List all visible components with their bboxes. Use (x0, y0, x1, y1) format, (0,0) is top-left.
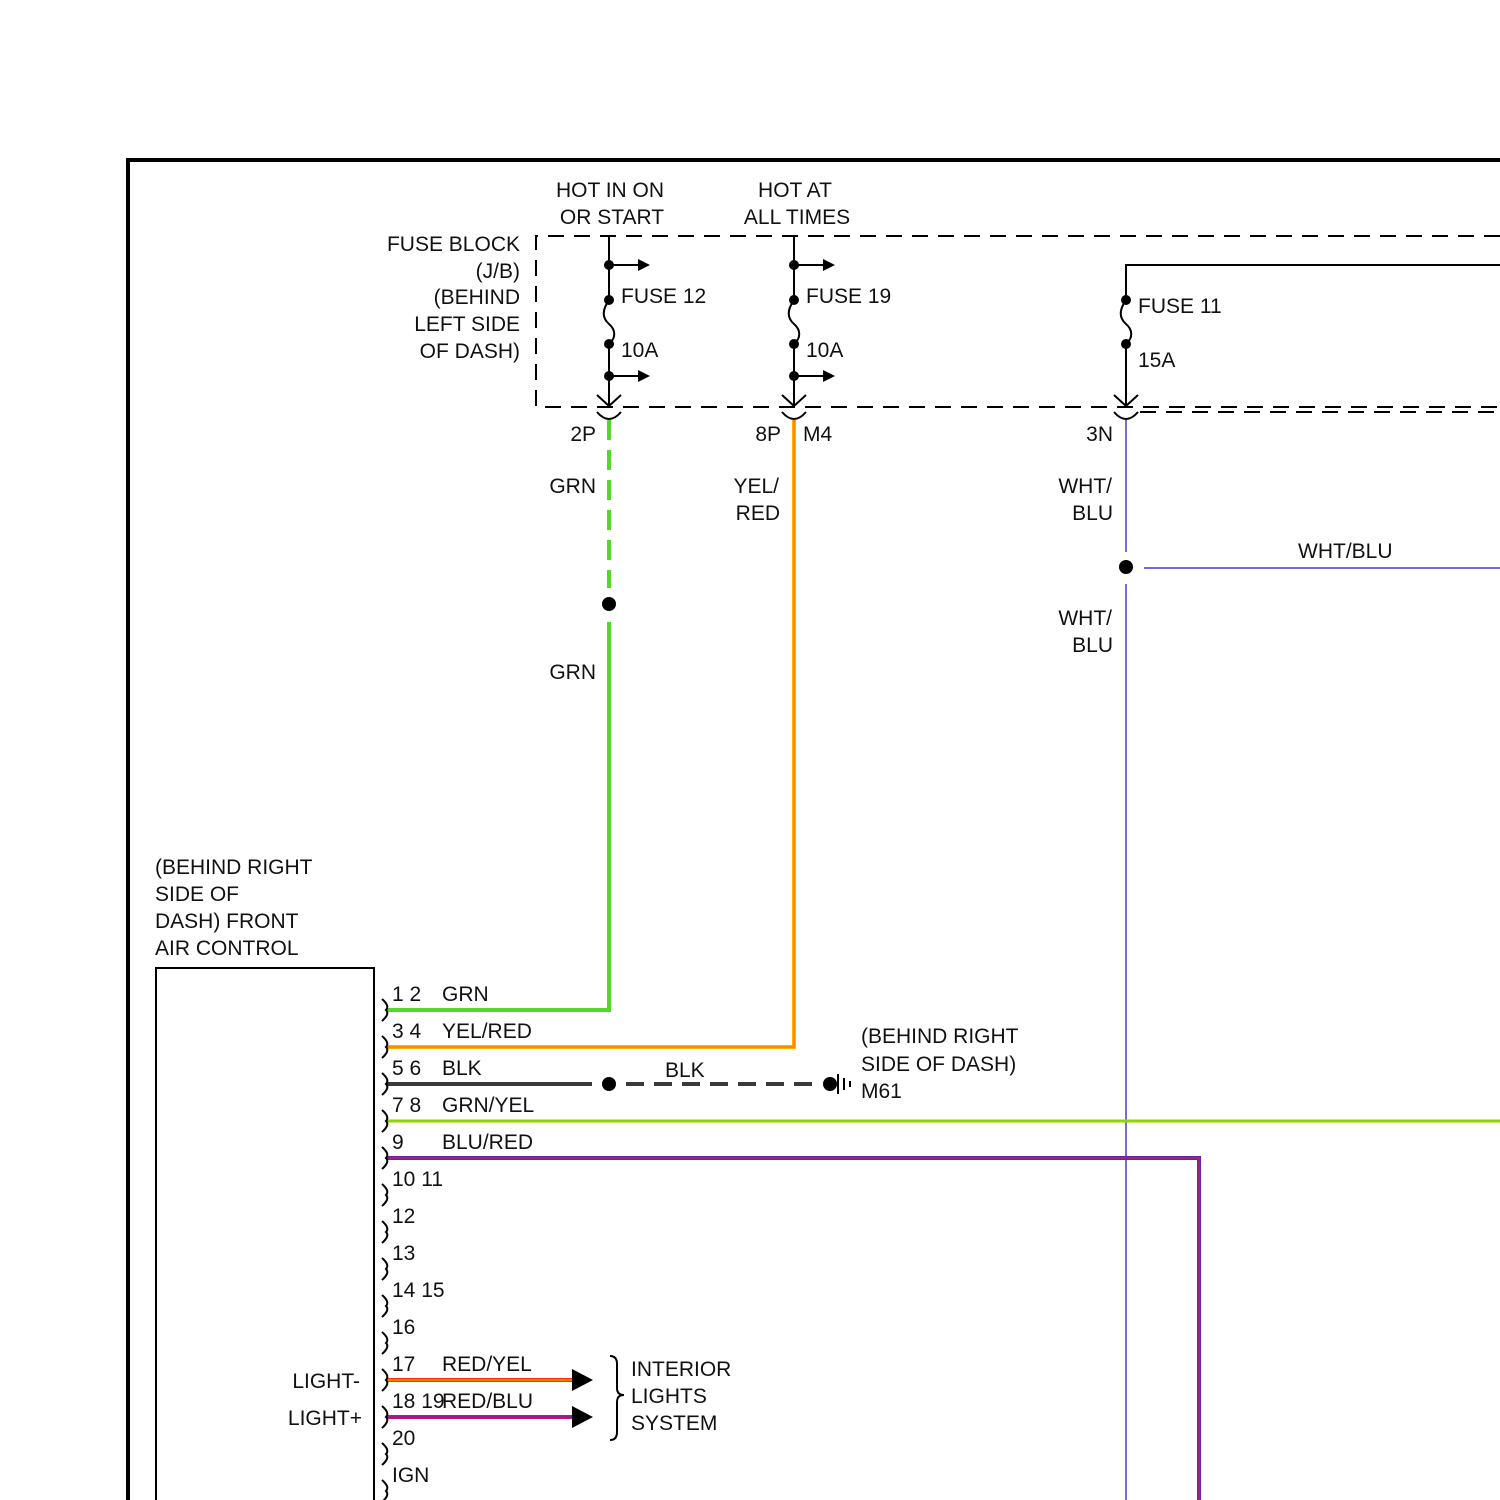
fuse-12-name: FUSE 12 (621, 285, 706, 308)
yel-red-label-line-2: RED (736, 502, 780, 525)
fuse-12-rating: 10A (621, 339, 658, 362)
yel-red-label-line-1: YEL/ (733, 475, 779, 498)
fuse-11-rating: 15A (1138, 349, 1175, 372)
fuse-block-boundary (536, 236, 1500, 407)
fuse-19-terminal: 8P (755, 423, 781, 446)
light-plus-label: LIGHT+ (288, 1407, 362, 1430)
wht-blu-upper-line-2: BLU (1072, 502, 1113, 525)
pin-wire-color: RED/YEL (442, 1353, 532, 1376)
module-title-line-1: (BEHIND RIGHT (155, 856, 313, 879)
fuse-block: FUSE BLOCK (J/B) (BEHIND LEFT SIDE OF DA… (387, 179, 1500, 446)
fuse-12-power-line-1: HOT IN ON (556, 179, 664, 202)
pin-bracket-icon (382, 1295, 387, 1317)
pin-number: 12 (392, 1205, 415, 1228)
pin-wire-color: YEL/RED (442, 1020, 532, 1043)
red-blu-arrow (572, 1406, 593, 1428)
ground-location-line-2: SIDE OF DASH) (861, 1053, 1016, 1076)
wht-blu-splice (1119, 560, 1133, 574)
fuse-11-circuit: FUSE 11 15A 3N (1086, 265, 1500, 446)
fuse-12-symbol (604, 300, 615, 344)
fuse-19-power-line-1: HOT AT (758, 179, 832, 202)
module-title-line-4: AIR CONTROL (155, 937, 299, 960)
yel-red-wire: YEL/ RED (386, 420, 794, 1047)
pin-bracket-icon (382, 1221, 387, 1243)
fuse-11-name: FUSE 11 (1138, 295, 1222, 318)
blu-red-wire (386, 1158, 1199, 1500)
pin-bracket-icon (382, 1147, 387, 1169)
wht-blu-lower-line-2: BLU (1072, 634, 1113, 657)
pin-number: 7 8 (392, 1094, 421, 1117)
interior-lights-line-1: INTERIOR (631, 1358, 731, 1381)
blk-splice (602, 1077, 616, 1091)
wht-blu-upper-line-1: WHT/ (1058, 475, 1112, 498)
fuse-11-symbol (1121, 300, 1132, 344)
pin-number: 13 (392, 1242, 415, 1265)
pin-bracket-icon (382, 1184, 387, 1206)
fuse-block-label-line-1: FUSE BLOCK (387, 233, 520, 256)
interior-lights-line-3: SYSTEM (631, 1412, 717, 1435)
pin-bracket-icon (382, 1110, 387, 1132)
ground-id: M61 (861, 1080, 902, 1103)
fuse-19-name: FUSE 19 (806, 285, 891, 308)
pin-bracket-icon (382, 999, 387, 1021)
pin-bracket-icon (382, 1258, 387, 1280)
module-connector-pins: 1 2 GRN 3 4 YEL/RED 5 6 BLK 7 8 GRN/YEL 9 BLU/RED… (382, 983, 534, 1500)
pin-number: 10 11 (392, 1168, 443, 1191)
pin-wire-color: RED/BLU (442, 1390, 533, 1413)
fuse-12-power-line-2: OR START (560, 206, 664, 229)
pin-number: 16 (392, 1316, 415, 1339)
pin-number: 14 15 (392, 1279, 445, 1302)
grn-wire: GRN GRN (386, 420, 616, 1010)
grn-wire-label-lower: GRN (549, 661, 596, 684)
fuse-11-terminal: 3N (1086, 423, 1113, 446)
brace-icon (610, 1356, 624, 1440)
pin-bracket-icon (382, 1073, 387, 1095)
wht-blu-lower-line-1: WHT/ (1058, 607, 1112, 630)
pin-number: 18 19 (392, 1390, 445, 1413)
pin-number: 1 2 (392, 983, 421, 1006)
wht-blu-wire: WHT/ BLU WHT/ BLU WHT/BLU (1058, 420, 1500, 1500)
grn-splice (602, 597, 616, 611)
red-yel-arrow (572, 1369, 593, 1391)
fuse-block-label-line-4: LEFT SIDE (414, 313, 520, 336)
pin-bracket-icon (382, 1443, 387, 1465)
module-title-line-2: SIDE OF (155, 883, 239, 906)
pin-number: 3 4 (392, 1020, 422, 1043)
fuse-19-rating: 10A (806, 339, 843, 362)
blk-ground-label: BLK (665, 1059, 705, 1082)
pin-bracket-icon (382, 1406, 387, 1428)
fuse-19-power-line-2: ALL TIMES (744, 206, 850, 229)
fuse-19-circuit: HOT AT ALL TIMES FUSE 19 10A 8P M4 (744, 179, 891, 446)
fuse-19-symbol (789, 300, 800, 344)
pin-number: 17 (392, 1353, 415, 1376)
pin-bracket-icon (382, 1480, 387, 1500)
front-air-control-module: (BEHIND RIGHT SIDE OF DASH) FRONT AIR CO… (155, 856, 374, 1500)
pin-number: 9 (392, 1131, 404, 1154)
pin-number: 5 6 (392, 1057, 421, 1080)
module-title-line-3: DASH) FRONT (155, 910, 299, 933)
pin-number: 20 (392, 1427, 415, 1450)
fuse-block-label-line-5: OF DASH) (420, 340, 520, 363)
wht-blu-branch-label: WHT/BLU (1298, 540, 1393, 563)
fuse-12-circuit: HOT IN ON OR START FUSE 12 10A 2P (556, 179, 706, 446)
pin-bracket-icon (382, 1036, 387, 1058)
fuse-block-label-line-2: (J/B) (476, 260, 520, 283)
interior-lights-line-2: LIGHTS (631, 1385, 707, 1408)
pin-bracket-icon (382, 1332, 387, 1354)
grn-wire-label-upper: GRN (549, 475, 596, 498)
pin-wire-color: GRN/YEL (442, 1094, 534, 1117)
fuse-12-terminal: 2P (570, 423, 596, 446)
pin-wire-color: BLU/RED (442, 1131, 533, 1154)
ground-m61: (BEHIND RIGHT SIDE OF DASH) M61 (861, 1025, 1019, 1103)
fuse-block-label-line-3: (BEHIND (434, 286, 520, 309)
ground-location-line-1: (BEHIND RIGHT (861, 1025, 1019, 1048)
light-minus-label: LIGHT- (292, 1370, 360, 1393)
interior-lights-system: INTERIOR LIGHTS SYSTEM (610, 1356, 731, 1440)
pin-bracket-icon (382, 1369, 387, 1391)
pin-wire-color: BLK (442, 1057, 482, 1080)
pin-wire-color: GRN (442, 983, 489, 1006)
fuse-19-connector: M4 (803, 423, 832, 446)
pin-number: IGN (392, 1464, 429, 1487)
